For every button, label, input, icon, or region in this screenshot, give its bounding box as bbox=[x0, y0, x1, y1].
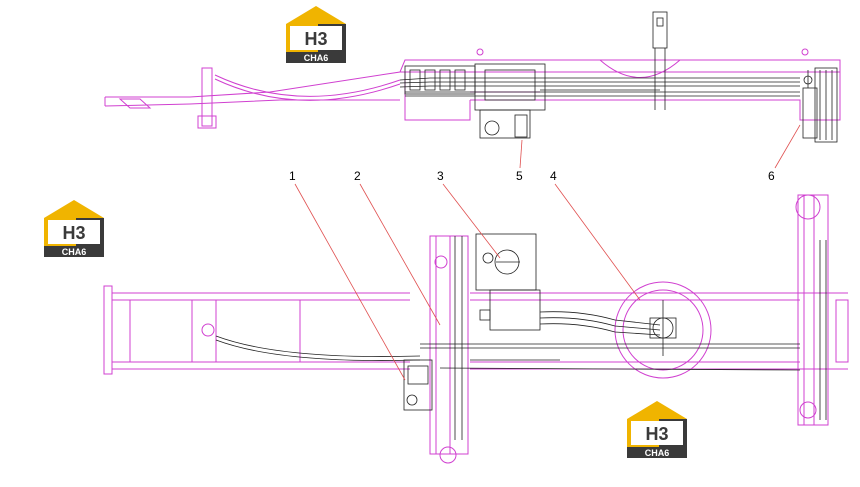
logo-mark-top: H3 bbox=[304, 29, 327, 49]
side-mast bbox=[652, 11, 668, 110]
plan-pipes bbox=[215, 236, 827, 440]
logo-watermark-left: H3 CHA6 bbox=[44, 200, 104, 257]
logo-watermark-bottom: H3 CHA6 bbox=[627, 401, 687, 458]
callout-3: 3 bbox=[437, 169, 444, 183]
callout-1: 1 bbox=[289, 169, 296, 183]
callout-4: 4 bbox=[550, 169, 557, 183]
callout-leaders bbox=[294, 124, 801, 381]
callout-2: 2 bbox=[354, 169, 361, 183]
plan-tank bbox=[475, 233, 541, 331]
side-valve-block bbox=[404, 63, 546, 139]
rotary-joint bbox=[649, 300, 677, 356]
logo-watermark-top: H3 CHA6 bbox=[286, 6, 346, 63]
plan-view bbox=[103, 194, 849, 464]
side-view bbox=[104, 11, 841, 143]
side-pipes bbox=[399, 77, 800, 97]
plan-control-valve bbox=[403, 359, 433, 411]
callout-6: 6 bbox=[768, 169, 775, 183]
side-frame bbox=[104, 48, 841, 129]
side-rear-cylinders bbox=[802, 67, 838, 143]
callout-5: 5 bbox=[516, 169, 523, 183]
logo-mark-bottom: H3 bbox=[645, 424, 668, 444]
logo-sub-left: CHA6 bbox=[62, 247, 87, 257]
logo-mark-left: H3 bbox=[62, 223, 85, 243]
logo-sub-top: CHA6 bbox=[304, 53, 329, 63]
logo-sub-bottom: CHA6 bbox=[645, 448, 670, 458]
